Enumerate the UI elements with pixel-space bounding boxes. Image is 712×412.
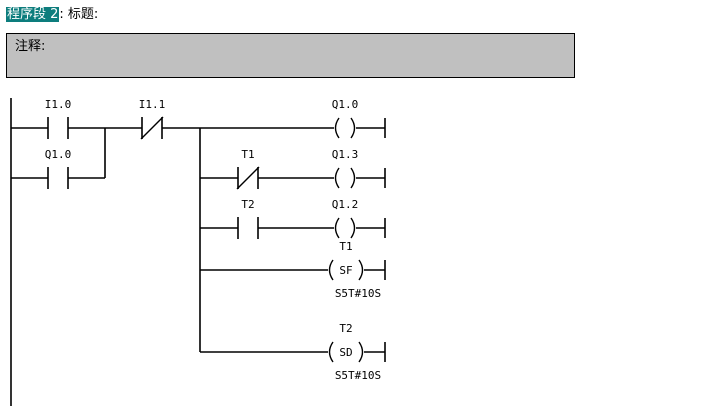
contact-t1-label: T1: [241, 148, 254, 161]
network-title-selected[interactable]: 程序段 2: [6, 7, 60, 22]
coil-q1-3[interactable]: [334, 167, 356, 189]
coil-q1-2-label: Q1.2: [332, 198, 359, 211]
timer-coil-t1-sf-text: SF: [339, 264, 352, 277]
timer-coil-t2-sd-text: SD: [339, 346, 352, 359]
contact-q1-0-label: Q1.0: [45, 148, 72, 161]
network-title-rest[interactable]: : 标题:: [59, 7, 99, 22]
network-comment-label: 注释:: [15, 39, 46, 54]
coil-q1-0-label: Q1.0: [332, 98, 359, 111]
contact-i1-1-label: I1.1: [139, 98, 166, 111]
network-comment-box[interactable]: 注释:: [6, 33, 575, 78]
contact-i1-0-label: I1.0: [45, 98, 72, 111]
contact-i1-1[interactable]: [140, 116, 164, 140]
timer-t1-label: T1: [339, 240, 352, 253]
coil-q1-0[interactable]: [334, 117, 356, 139]
coil-q1-2[interactable]: [334, 217, 356, 239]
timer-coil-t1-sf[interactable]: SF: [328, 259, 364, 281]
contact-i1-0[interactable]: [47, 117, 69, 139]
timer-t2-label: T2: [339, 322, 352, 335]
contact-t2-label: T2: [241, 198, 254, 211]
contact-t1[interactable]: [236, 166, 260, 190]
timer-t2-preset: S5T#10S: [335, 369, 381, 382]
network-title-line: 程序段 2: 标题:: [6, 6, 98, 23]
timer-t1-preset: S5T#10S: [335, 287, 381, 300]
contact-t2[interactable]: [237, 217, 259, 239]
contact-q1-0[interactable]: [47, 167, 69, 189]
timer-coil-t2-sd[interactable]: SD: [328, 341, 364, 363]
coil-q1-3-label: Q1.3: [332, 148, 359, 161]
